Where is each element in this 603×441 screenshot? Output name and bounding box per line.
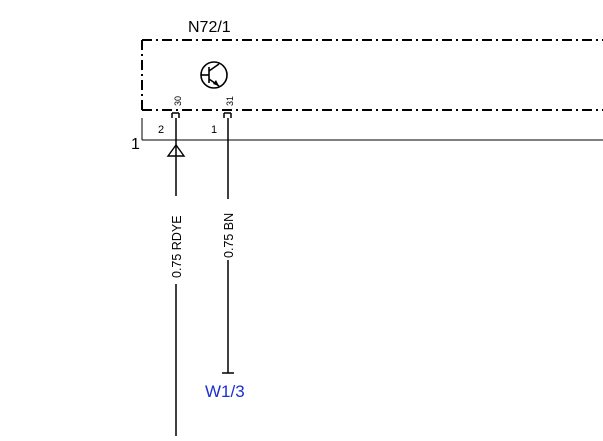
connector-label: 1: [131, 136, 140, 153]
terminal-label-31: 31: [225, 96, 235, 106]
wire-bn: [222, 118, 234, 374]
pin-number-1: 1: [211, 124, 217, 136]
connector-bar: [141, 118, 603, 141]
component-name: N72/1: [188, 19, 231, 36]
terminal-markers: [171, 112, 232, 118]
terminal-label-30: 30: [173, 96, 183, 106]
wire-rdye: [166, 118, 186, 436]
component-boundary: [141, 39, 603, 111]
pin-number-2: 2: [158, 124, 164, 136]
wire-label-rdye: 0.75 RDYE: [170, 215, 184, 278]
wire-label-bn: 0.75 BN: [222, 213, 236, 258]
transistor-icon: [200, 61, 228, 89]
ground-reference-link[interactable]: W1/3: [205, 382, 245, 401]
